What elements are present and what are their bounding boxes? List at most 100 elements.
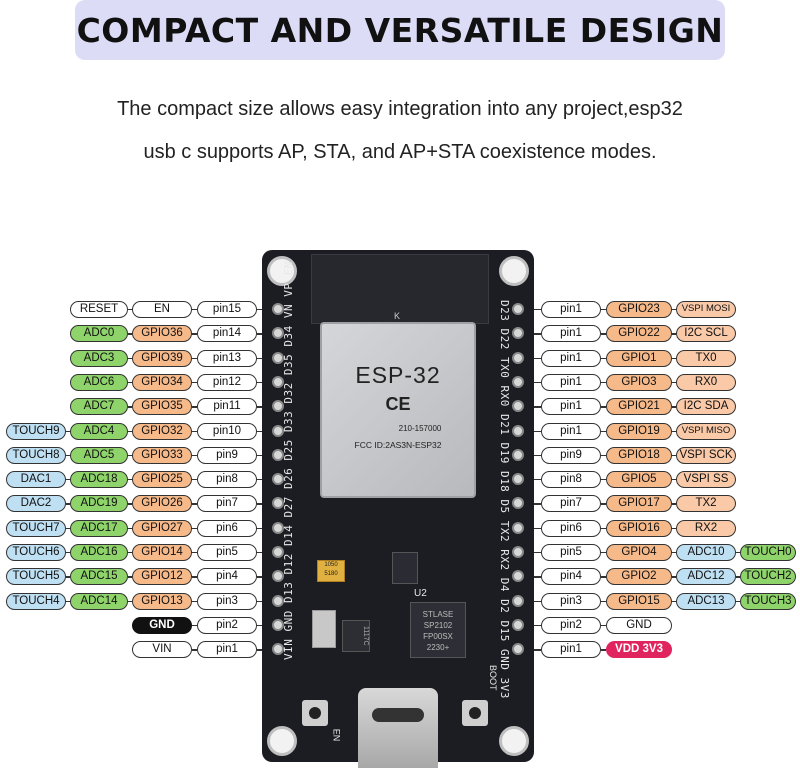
connector-line (128, 454, 132, 457)
right-pin-label: RX0 (676, 373, 736, 391)
header-pin-hole (512, 400, 524, 413)
header-pin-hole (512, 521, 524, 534)
left-pin-label: VIN (132, 641, 192, 659)
left-pin-label: GPIO34 (132, 373, 192, 391)
left-pin-label: pin5 (197, 544, 257, 561)
connector-line (66, 576, 70, 578)
left-pin-label: pin12 (197, 373, 257, 391)
right-pin-label: VSPI SCK (676, 446, 736, 464)
left-pin-label: TOUCH9 (6, 422, 66, 440)
connector-line (192, 309, 197, 311)
connector-line (192, 430, 197, 432)
left-pin-label: GPIO32 (132, 422, 192, 440)
connector-line (128, 503, 132, 505)
connector-line (736, 600, 740, 602)
right-pin-label: GPIO1 (606, 349, 672, 367)
connector-line (736, 576, 740, 578)
right-pin-label: pin9 (541, 446, 601, 464)
left-pin-label: EN (132, 301, 192, 318)
connector-line (672, 454, 676, 457)
u2-label: U2 (414, 588, 427, 599)
connector-line (601, 333, 606, 335)
connector-line (672, 552, 676, 554)
esp32-module: ESP-32 CE 210-157000 FCC ID:2AS3N-ESP32 (320, 322, 476, 498)
left-pin-label: GPIO35 (132, 398, 192, 416)
header-pin-hole (272, 424, 284, 437)
right-pin-label: ADC12 (676, 568, 736, 586)
connector-line (601, 381, 606, 384)
connector-line (128, 479, 132, 481)
regulator-label: 1117C (362, 626, 369, 646)
connector-line (601, 527, 606, 530)
left-pin-label: ADC17 (70, 519, 128, 537)
antenna-area: K (311, 254, 489, 324)
header-pin-hole (272, 303, 284, 315)
left-pin-label: GPIO36 (132, 325, 192, 343)
connector-line (736, 552, 740, 554)
connector-line (672, 576, 676, 578)
connector-line (192, 333, 197, 335)
right-pin-label: ADC13 (676, 592, 736, 610)
capacitor: 1050 5180 (317, 560, 345, 582)
connector-line (601, 624, 606, 627)
connector-line (192, 357, 197, 359)
connector-line (672, 406, 676, 408)
page-title: COMPACT AND VERSATILE DESIGN (76, 10, 724, 50)
right-pin-label: GPIO22 (606, 325, 672, 343)
right-pin-label: pin5 (541, 544, 601, 561)
usb-c-port[interactable] (358, 688, 438, 768)
left-pin-label: GND (132, 616, 192, 634)
left-pin-label: ADC19 (70, 495, 128, 513)
header-pin-hole (272, 327, 284, 340)
connector-line (601, 552, 606, 554)
right-pin-label: GPIO2 (606, 568, 672, 586)
mount-hole (267, 726, 297, 756)
connector-line (601, 479, 606, 481)
header-pin-hole (512, 618, 524, 631)
header-pin-hole (512, 327, 524, 340)
left-pin-label: pin8 (197, 471, 257, 489)
right-pin-label: pin1 (541, 349, 601, 367)
header-pin-hole (512, 594, 524, 607)
boot-button[interactable] (462, 700, 488, 726)
connector-line (192, 600, 197, 602)
usb-uart-chip: STLASE SP2102 FP00SX 2230+ (410, 602, 466, 658)
header-pin-hole (272, 618, 284, 631)
left-pin-silkscreen: VIN GND D13 D12 D14 D27 D26 D25 D33 D32 … (282, 261, 295, 660)
connector-line (128, 552, 132, 554)
connector-line (601, 309, 606, 311)
left-pin-label: ADC0 (70, 325, 128, 343)
header-pin-hole (272, 546, 284, 558)
left-pin-label: TOUCH4 (6, 592, 66, 610)
right-pin-label: GPIO5 (606, 471, 672, 489)
right-pin-label: GPIO15 (606, 592, 672, 610)
connector-line (128, 576, 132, 578)
header-pin-hole (272, 448, 284, 461)
left-pin-label: GPIO39 (132, 349, 192, 367)
connector-line (192, 649, 197, 651)
title-banner: COMPACT AND VERSATILE DESIGN (75, 0, 725, 60)
connector-line (601, 503, 606, 505)
connector-line (601, 576, 606, 578)
left-pin-label: TOUCH8 (6, 446, 66, 464)
chip-line: 2230+ (426, 643, 450, 652)
connector-line (66, 479, 70, 481)
left-pin-label: DAC2 (6, 495, 66, 513)
connector-line (601, 430, 606, 432)
cap-label: 5180 (324, 571, 338, 577)
left-pin-label: GPIO27 (132, 519, 192, 537)
header-pin-hole (512, 570, 524, 583)
connector-line (128, 600, 132, 602)
header-pin-hole (272, 594, 284, 607)
right-pin-label: VSPI MISO (676, 422, 736, 440)
header-pin-hole (512, 546, 524, 558)
en-button[interactable] (302, 700, 328, 726)
connector-line (66, 503, 70, 505)
connector-line (192, 406, 197, 408)
connector-line (601, 406, 606, 408)
left-pin-label: pin1 (197, 641, 257, 659)
left-pin-label: pin14 (197, 325, 257, 343)
left-pin-label: ADC18 (70, 471, 128, 489)
cap-label: 1050 (324, 562, 338, 568)
connector-line (192, 552, 197, 554)
